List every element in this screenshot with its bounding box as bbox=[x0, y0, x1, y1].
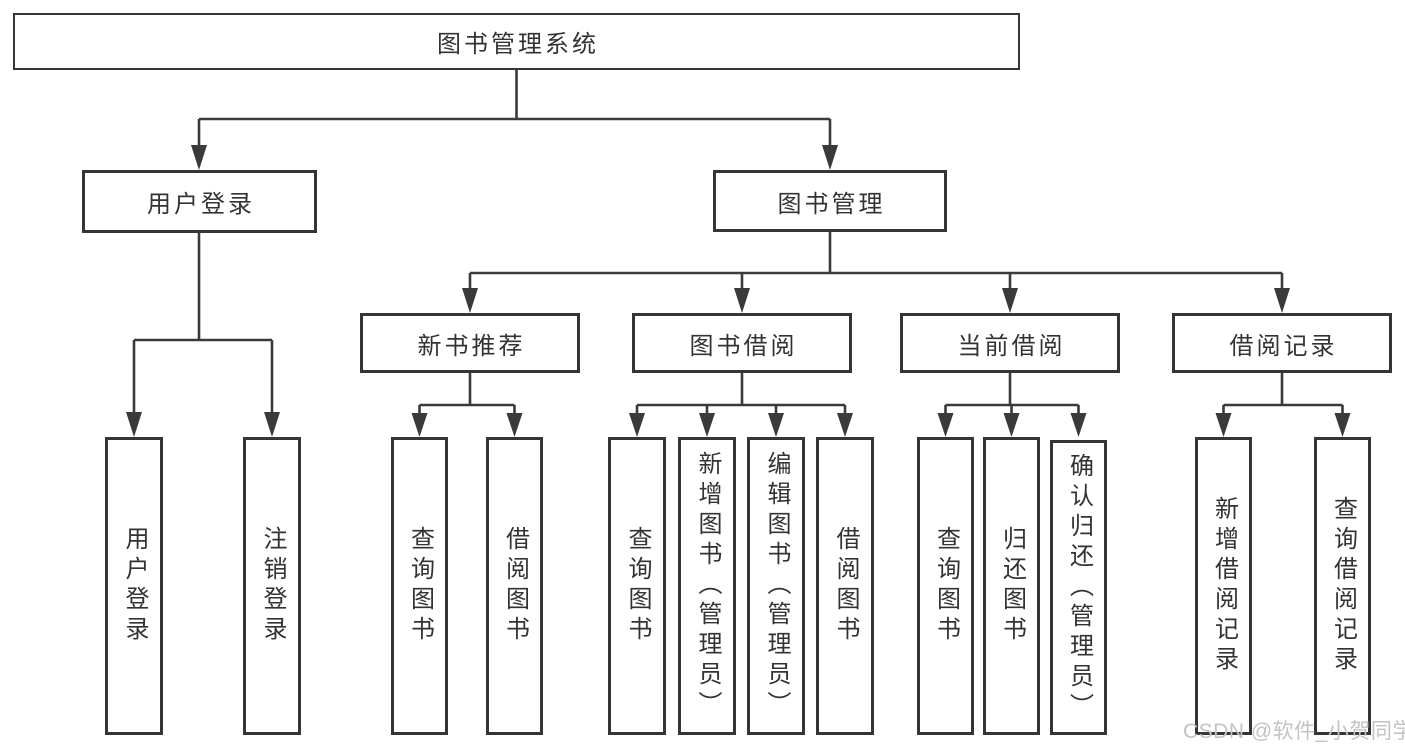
arrowhead bbox=[1215, 413, 1232, 437]
leaf-borrow-borrow-books: 借阅图书 bbox=[816, 437, 874, 735]
node-label: 查询图书 bbox=[932, 526, 960, 646]
connector-line bbox=[1222, 373, 1344, 414]
connector-line bbox=[944, 373, 1080, 414]
connector-book-management-children bbox=[462, 232, 1290, 313]
connector-line bbox=[468, 232, 1284, 290]
arrowhead bbox=[629, 413, 645, 437]
leaf-borrow-query-books: 查询图书 bbox=[608, 437, 666, 735]
arrowhead bbox=[506, 413, 523, 437]
leaf-current-confirm-return-admin: 确认归还（管理员） bbox=[1050, 440, 1107, 735]
leaf-records-add-record: 新增借阅记录 bbox=[1195, 437, 1252, 735]
node-label: 当前借阅 bbox=[957, 332, 1066, 360]
node-label: 新增借阅记录 bbox=[1210, 496, 1238, 676]
arrowhead bbox=[1003, 413, 1020, 437]
arrowhead bbox=[1274, 288, 1290, 313]
leaf-recommend-query-books: 查询图书 bbox=[391, 437, 448, 735]
connector-book-borrow-children bbox=[629, 373, 853, 437]
leaf-records-query-record: 查询借阅记录 bbox=[1314, 437, 1371, 735]
arrowhead bbox=[126, 412, 142, 437]
node-label: 新书推荐 bbox=[417, 332, 526, 360]
connector-borrow-records-children bbox=[1215, 373, 1351, 437]
connector-root-to-level2 bbox=[191, 70, 838, 170]
connector-line bbox=[418, 373, 516, 414]
node-label: 查询图书 bbox=[624, 526, 651, 646]
node-label: 归还图书 bbox=[998, 526, 1026, 646]
node-current-borrow: 当前借阅 bbox=[900, 313, 1120, 373]
arrowhead bbox=[768, 413, 784, 437]
arrowhead bbox=[937, 413, 954, 437]
node-label: 图书借阅 bbox=[689, 332, 798, 360]
node-label: 图书管理 bbox=[777, 190, 886, 218]
connector-line bbox=[132, 233, 274, 414]
node-label: 新增图书（管理员） bbox=[694, 451, 721, 721]
leaf-user-login: 用户登录 bbox=[105, 437, 163, 735]
arrowhead bbox=[191, 145, 207, 170]
node-label: 用户登录 bbox=[121, 526, 148, 646]
node-label: 确认归还（管理员） bbox=[1065, 452, 1093, 723]
node-borrow-records: 借阅记录 bbox=[1172, 313, 1392, 373]
arrowhead bbox=[264, 412, 280, 437]
node-label: 借阅记录 bbox=[1229, 332, 1338, 360]
node-root: 图书管理系统 bbox=[13, 13, 1020, 70]
connector-line bbox=[197, 70, 832, 147]
arrowhead bbox=[1070, 413, 1087, 437]
leaf-logout: 注销登录 bbox=[243, 437, 301, 735]
node-label: 编辑图书（管理员） bbox=[763, 451, 790, 721]
node-label: 用户登录 bbox=[147, 191, 255, 218]
node-new-book-recommend: 新书推荐 bbox=[360, 313, 580, 373]
arrowhead bbox=[462, 288, 478, 313]
connector-user-login-children bbox=[126, 233, 280, 437]
node-label: 查询借阅记录 bbox=[1329, 496, 1357, 676]
node-label: 注销登录 bbox=[259, 526, 286, 646]
arrowhead bbox=[1002, 288, 1018, 313]
leaf-current-query-books: 查询图书 bbox=[917, 437, 974, 735]
arrowhead bbox=[699, 413, 715, 437]
leaf-recommend-borrow-books: 借阅图书 bbox=[486, 437, 543, 735]
node-label: 借阅图书 bbox=[501, 526, 529, 646]
arrowhead bbox=[837, 413, 853, 437]
node-user-login: 用户登录 bbox=[82, 170, 317, 233]
arrowhead bbox=[1334, 413, 1351, 437]
node-book-borrow: 图书借阅 bbox=[632, 313, 852, 373]
leaf-current-return-books: 归还图书 bbox=[983, 437, 1040, 735]
leaf-borrow-add-books-admin: 新增图书（管理员） bbox=[678, 437, 736, 735]
connector-line bbox=[635, 373, 847, 414]
csdn-watermark: CSDN @软件_小贺同学 bbox=[1183, 720, 1405, 743]
node-label: 图书管理系统 bbox=[437, 31, 599, 58]
arrowhead bbox=[734, 288, 750, 313]
connector-current-borrow-children bbox=[937, 373, 1087, 437]
node-book-management: 图书管理 bbox=[713, 170, 947, 232]
node-label: 查询图书 bbox=[406, 526, 434, 646]
arrowhead bbox=[822, 145, 838, 170]
node-label: 借阅图书 bbox=[832, 526, 859, 646]
arrowhead bbox=[411, 413, 428, 437]
leaf-borrow-edit-books-admin: 编辑图书（管理员） bbox=[747, 437, 805, 735]
connector-new-book-recommend-children bbox=[411, 373, 523, 437]
